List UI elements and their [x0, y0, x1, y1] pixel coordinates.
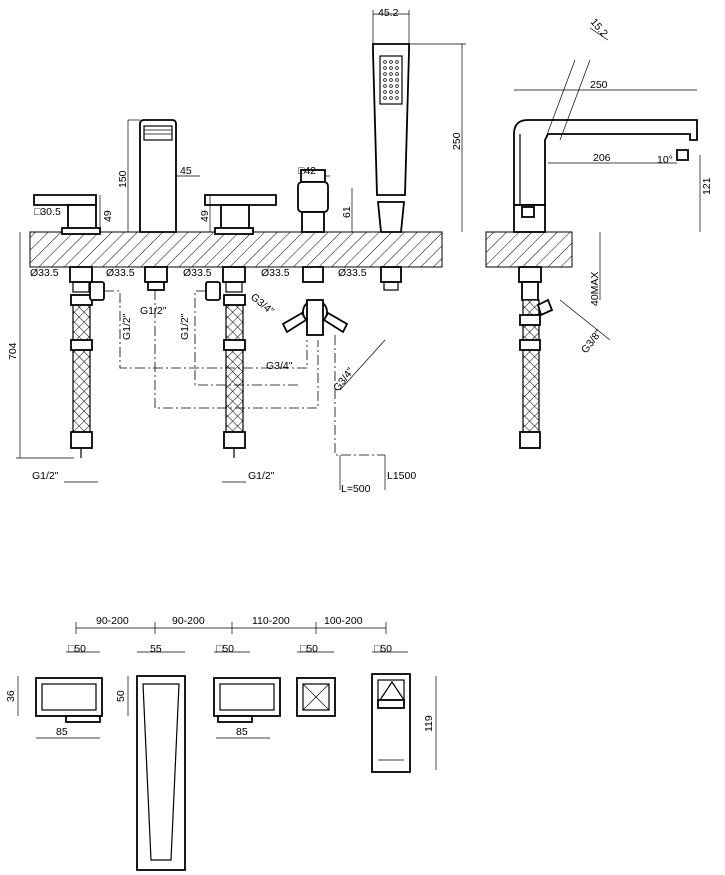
plan-diverter-square: □50	[300, 643, 318, 655]
dim-side-thread: G3/8"	[579, 327, 605, 355]
dim-diverter-height: 61	[341, 206, 353, 218]
plan-shower-square: □50	[374, 643, 392, 655]
dim-hose-500: L=500	[341, 483, 371, 495]
dim-hole-1: Ø33.5	[30, 267, 59, 279]
plan-lever-mid-square: □50	[216, 643, 234, 655]
plan-mid-lever	[213, 677, 281, 723]
dim-side-reach: 250	[590, 79, 608, 91]
plan-dimension-lines	[17, 622, 437, 770]
spout	[139, 119, 177, 291]
diverter	[281, 169, 349, 336]
dim-hole-4: Ø33.5	[261, 267, 290, 279]
plan-lever-left-square: □50	[68, 643, 86, 655]
plan-spout-depth: 50	[115, 690, 127, 702]
dim-hose-1500: L1500	[387, 470, 416, 482]
dim-spout-width: 45	[180, 165, 192, 177]
dim-lever-height-mid: 49	[199, 210, 211, 222]
hand-shower	[372, 43, 410, 291]
dim-spout-height: 150	[117, 170, 129, 188]
dim-thread-bottom-left: G1/2"	[32, 470, 59, 482]
dim-thread-bottom-mid: G1/2"	[248, 470, 275, 482]
dim-hole-3: Ø33.5	[183, 267, 212, 279]
plan-spout	[136, 675, 186, 871]
side-deck-slab	[485, 231, 573, 268]
plan-lever-left-depth: 36	[5, 690, 17, 702]
plan-shower-length: 119	[423, 715, 435, 732]
plan-spacing-3: 110-200	[252, 615, 290, 627]
dim-lever-square: □30.5	[34, 206, 61, 218]
dim-thread-spout: G1/2"	[140, 305, 167, 317]
plan-lever-left-length: 85	[56, 726, 68, 738]
dim-handshower-width: 45.2	[378, 7, 399, 19]
dim-lever-height-left: 49	[102, 210, 114, 222]
plan-view: 90-200 90-200 110-200 100-200 □50 55 50 …	[5, 615, 437, 871]
side-elevation: 250 206 10° 121 15.2 40MAX G3/8"	[485, 16, 713, 449]
plan-spout-width: 55	[150, 643, 162, 655]
left-mixer	[33, 194, 105, 458]
dim-total-depth: 704	[7, 342, 19, 360]
dim-handshower-height: 250	[451, 132, 463, 150]
front-elevation: 45.2 250 150 45 □30.5 49 49 □42 61 Ø33.5…	[7, 7, 466, 495]
plan-spacing-4: 100-200	[324, 615, 363, 627]
dim-side-height: 121	[701, 177, 713, 195]
plan-spacing-1: 90-200	[96, 615, 129, 627]
plan-lever-mid-length: 85	[236, 726, 248, 738]
dim-hole-2: Ø33.5	[106, 267, 135, 279]
dim-diverter-square: □42	[298, 165, 316, 177]
deck-slab	[29, 231, 443, 268]
dim-side-hose-dia: 15.2	[588, 16, 610, 39]
connection-lines	[104, 290, 385, 456]
dim-thread-diverter-a: G3/4"	[248, 291, 276, 317]
plan-hand-shower	[371, 673, 411, 773]
plan-left-lever	[35, 677, 103, 723]
dim-thread-diverter-b: G3/4"	[266, 360, 293, 372]
dimension-lines	[16, 10, 466, 490]
dim-side-inner-reach: 206	[593, 152, 611, 164]
mid-mixer	[204, 194, 277, 458]
dim-side-angle: 10°	[657, 154, 673, 166]
dim-hole-5: Ø33.5	[338, 267, 367, 279]
plan-spacing-2: 90-200	[172, 615, 205, 627]
plan-diverter	[296, 677, 336, 717]
dim-thread-mid: G1/2"	[179, 313, 191, 340]
dim-thread-left: G1/2"	[121, 313, 133, 340]
side-dimension-lines	[514, 27, 701, 341]
dim-deck-max: 40MAX	[589, 272, 601, 306]
